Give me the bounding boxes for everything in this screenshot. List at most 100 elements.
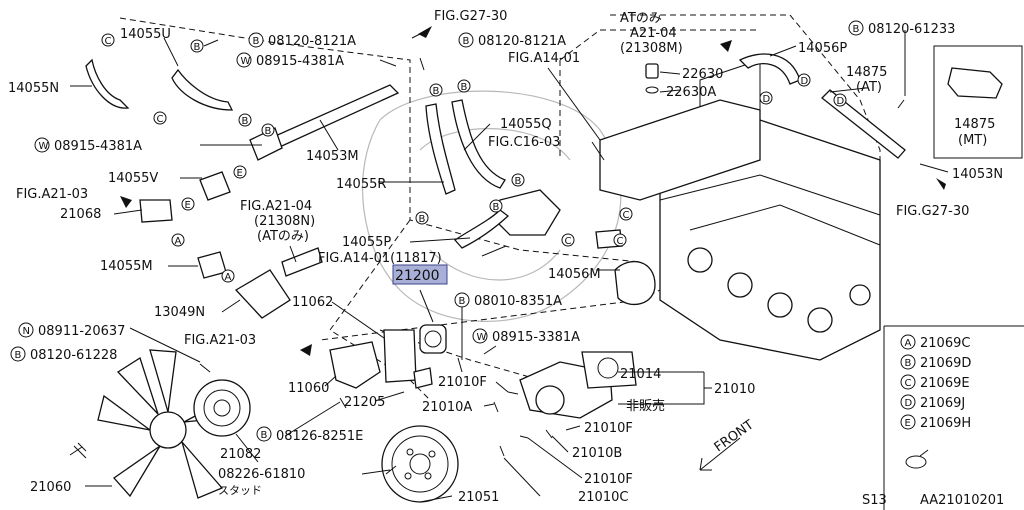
- label-11060: 11060: [288, 381, 329, 396]
- label-14055m: 14055M: [100, 259, 153, 274]
- label-21014: 21014: [620, 367, 661, 382]
- label-21010c: 21010C: [578, 490, 628, 505]
- label-14055n: 14055N: [8, 81, 59, 96]
- svg-text:B: B: [253, 36, 260, 47]
- label-21010f-bottom: 21010F: [584, 472, 633, 487]
- label-21082: 21082: [220, 447, 261, 462]
- label-21010b: 21010B: [572, 446, 622, 461]
- label-08126-8251e: 08126-8251E: [276, 429, 363, 444]
- svg-text:B: B: [461, 82, 468, 93]
- label-14055q: 14055Q: [500, 117, 552, 132]
- label-14055u: 14055U: [120, 27, 171, 42]
- svg-text:21069H: 21069H: [920, 416, 971, 431]
- label-fig-a21-04: FIG.A21-04: [240, 199, 312, 214]
- svg-text:21069J: 21069J: [920, 396, 965, 411]
- label-doc-code: AA21010201: [920, 493, 1004, 508]
- label-21068: 21068: [60, 207, 101, 222]
- label-21010: 21010: [714, 382, 755, 397]
- label-08120-8121a-left: 08120-8121A: [268, 34, 356, 49]
- svg-text:B: B: [905, 358, 912, 369]
- pulley: [381, 425, 459, 503]
- svg-text:21069C: 21069C: [920, 336, 970, 351]
- label-mt-paren: (MT): [958, 133, 987, 148]
- svg-text:B: B: [242, 116, 249, 127]
- leader-lines: [70, 30, 949, 503]
- fan-clutch: [193, 379, 251, 437]
- svg-text:C: C: [157, 114, 164, 125]
- label-14056p: 14056P: [798, 41, 847, 56]
- label-14055v: 14055V: [108, 171, 158, 186]
- svg-text:B: B: [493, 202, 500, 213]
- label-21051: 21051: [458, 490, 499, 505]
- legend-entry: D 21069J: [900, 394, 965, 411]
- thermostat-assembly: [329, 324, 447, 389]
- svg-text:D: D: [905, 398, 913, 409]
- svg-text:W: W: [241, 56, 251, 67]
- svg-text:D: D: [763, 94, 771, 105]
- bolts: [69, 57, 905, 475]
- label-fig-g27-30-right: FIG.G27-30: [896, 204, 969, 219]
- label-13049n: 13049N: [154, 305, 205, 320]
- label-21060: 21060: [30, 480, 71, 495]
- svg-text:C: C: [565, 236, 572, 247]
- svg-text:B: B: [261, 430, 268, 441]
- legend-entry: A 21069C: [900, 334, 970, 351]
- svg-text:B: B: [194, 42, 201, 53]
- svg-text:21069E: 21069E: [920, 376, 970, 391]
- legend-entry: C 21069E: [900, 374, 970, 391]
- label-21010f-left: 21010F: [438, 375, 487, 390]
- engine-block: [659, 59, 881, 361]
- label-14055p: 14055P: [342, 235, 391, 250]
- label-at-only-top: ATのみ: [620, 11, 662, 26]
- label-22630a: 22630A: [666, 85, 716, 100]
- label-08915-4381a-top: 08915-4381A: [256, 54, 344, 69]
- legend: A 21069C B 21069D C 21069E D 21069J E 21…: [900, 334, 971, 469]
- hose-clamp-icon: [905, 449, 929, 469]
- label-a21-04: A21-04: [630, 26, 677, 41]
- inset-mt-box: [933, 45, 1023, 159]
- label-08120-61228: 08120-61228: [30, 348, 117, 363]
- svg-text:21069D: 21069D: [920, 356, 971, 371]
- svg-text:E: E: [237, 168, 243, 179]
- label-21205: 21205: [344, 395, 385, 410]
- svg-text:N: N: [23, 326, 30, 337]
- svg-text:B: B: [459, 296, 466, 307]
- fittings: [139, 171, 623, 319]
- label-08226-61810: 08226-61810: [218, 467, 305, 482]
- svg-text:B: B: [463, 36, 470, 47]
- svg-text:B: B: [853, 24, 860, 35]
- sensors: [645, 63, 659, 94]
- arrows: [120, 26, 946, 471]
- svg-text:B: B: [265, 126, 272, 137]
- svg-text:B: B: [433, 86, 440, 97]
- label-at-only: (ATのみ): [257, 229, 309, 244]
- water-pipe-14053m: [249, 84, 400, 161]
- label-fig-a21-03-mid: FIG.A21-03: [184, 333, 256, 348]
- svg-text:E: E: [905, 418, 911, 429]
- label-s13: S13: [862, 493, 887, 508]
- label-08120-8121a-right: 08120-8121A: [478, 34, 566, 49]
- hoses: [85, 53, 906, 249]
- label-fig-a21-03-left: FIG.A21-03: [16, 187, 88, 202]
- svg-text:C: C: [617, 236, 624, 247]
- legend-entry: B 21069D: [900, 354, 971, 371]
- svg-text:W: W: [39, 141, 49, 152]
- label-at-paren: (AT): [856, 80, 882, 95]
- callout-markers: C B B C B E E A A B B B B B C C C D D D: [101, 33, 847, 283]
- label-21308m: (21308M): [620, 41, 683, 56]
- svg-text:A: A: [905, 338, 912, 349]
- label-21308n: (21308N): [254, 214, 315, 229]
- svg-text:B: B: [419, 214, 426, 225]
- svg-text:W: W: [477, 332, 487, 343]
- thermostat-housing: [494, 99, 761, 306]
- label-08915-3381a: 08915-3381A: [492, 330, 580, 345]
- label-08010-8351a: 08010-8351A: [474, 294, 562, 309]
- label-14875-inset: 14875: [954, 117, 995, 132]
- label-fig-a14-01-11817: FIG.A14-01(11817): [318, 251, 442, 266]
- legend-entry: E 21069H: [900, 414, 971, 431]
- label-14056m: 14056M: [548, 267, 601, 282]
- label-14053n: 14053N: [952, 167, 1003, 182]
- label-21200: 21200: [395, 268, 440, 284]
- label-08120-61233: 08120-61233: [868, 22, 955, 37]
